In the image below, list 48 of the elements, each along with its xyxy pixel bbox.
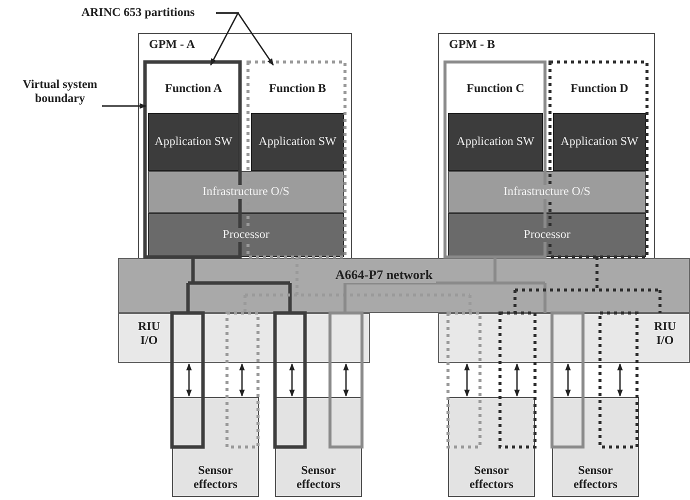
io-unit-box — [438, 313, 690, 363]
label-text: GPM - B — [449, 38, 495, 52]
label-text: Function C — [466, 82, 524, 96]
double-arrow — [289, 363, 295, 397]
label-text: Application SW — [456, 135, 534, 149]
leader-arrow — [210, 12, 240, 66]
label-text: GPM - A — [149, 38, 195, 52]
label-text: Sensor effectors — [296, 464, 342, 492]
module-box — [438, 33, 655, 259]
label-text: Processor — [520, 228, 574, 242]
label-text: RIU I/O — [652, 320, 677, 348]
label-text: Processor — [220, 228, 272, 242]
double-arrow — [239, 363, 245, 397]
annotation-text: Virtual system boundary — [22, 78, 98, 106]
network-band — [118, 258, 690, 313]
label-text: Sensor effectors — [192, 464, 238, 492]
leader-arrow — [102, 103, 147, 109]
label-text: Sensor effectors — [572, 464, 618, 492]
label-text: Application SW — [154, 135, 232, 149]
sensor-box — [552, 397, 639, 497]
os-layer — [448, 171, 646, 213]
software-layer — [448, 113, 543, 171]
double-arrow — [617, 363, 623, 397]
label-text: Sensor effectors — [468, 464, 514, 492]
os-layer — [148, 171, 344, 213]
leader-arrow — [216, 12, 274, 66]
processor-layer — [448, 213, 646, 257]
sensor-box — [448, 397, 535, 497]
software-layer — [553, 113, 646, 171]
double-arrow — [565, 363, 571, 397]
sensor-box — [275, 397, 362, 497]
double-arrow — [186, 363, 192, 397]
processor-layer — [148, 213, 344, 257]
label-text: Function B — [268, 82, 326, 96]
label-text: Function D — [570, 82, 628, 96]
label-text: Application SW — [258, 135, 336, 149]
label-text: Function A — [164, 82, 222, 96]
double-arrow — [514, 363, 520, 397]
io-unit-box — [118, 313, 370, 363]
double-arrow — [343, 363, 349, 397]
annotation-text: ARINC 653 partitions — [81, 6, 195, 20]
module-box — [138, 33, 352, 259]
label-text: Application SW — [560, 135, 638, 149]
software-layer — [148, 113, 239, 171]
label-text: RIU I/O — [136, 320, 161, 348]
software-layer — [251, 113, 344, 171]
double-arrow — [464, 363, 470, 397]
sensor-box — [172, 397, 259, 497]
